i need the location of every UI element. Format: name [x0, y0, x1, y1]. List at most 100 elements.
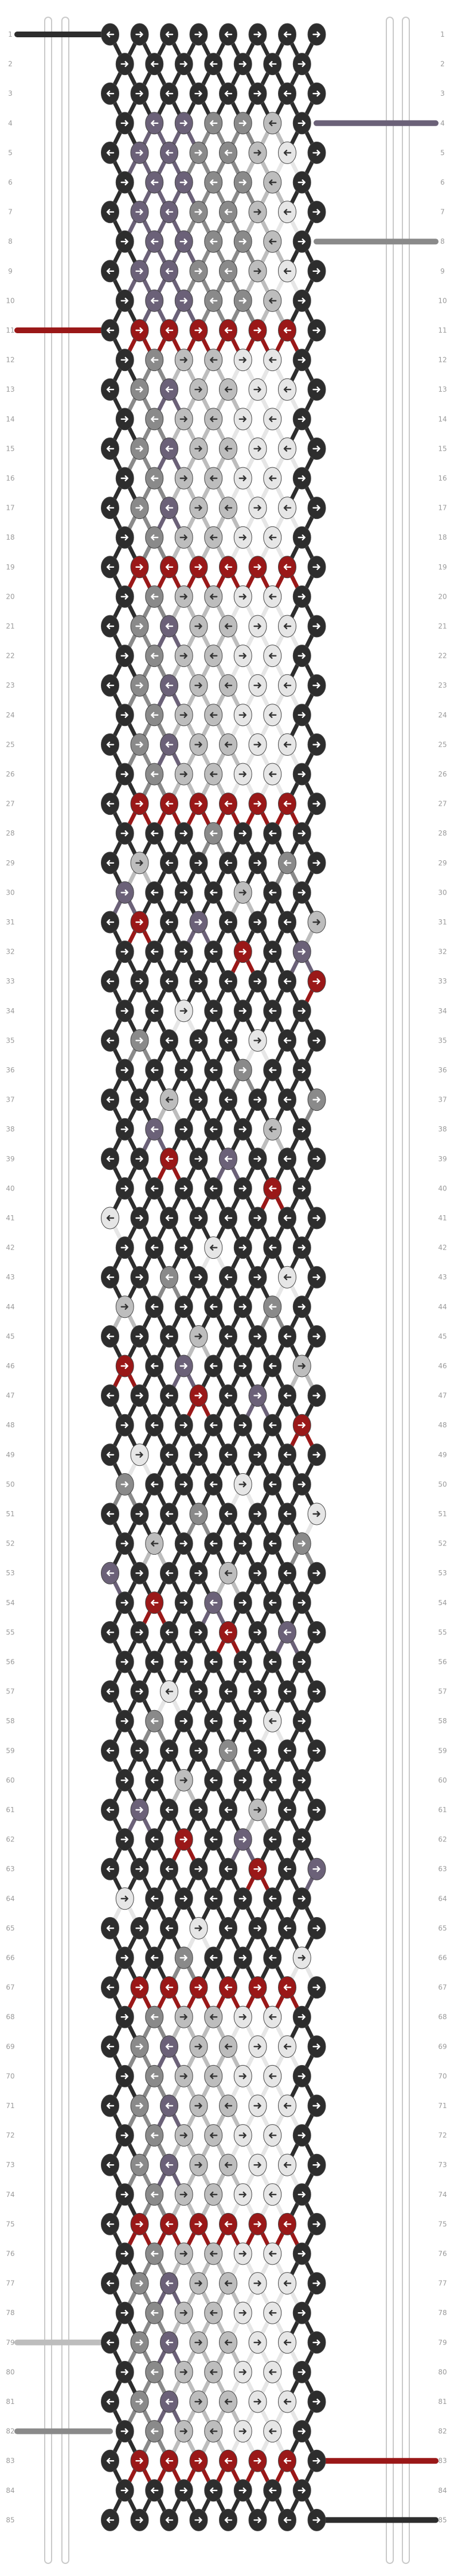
knot-arrow-icon: [135, 327, 143, 334]
knot-arrow-icon: [106, 1688, 115, 1695]
knot-arrow-icon: [179, 1836, 187, 1843]
knot-arrow-icon: [135, 150, 143, 156]
knot-arrow-icon: [120, 712, 128, 718]
knot-arrow-icon: [253, 2043, 261, 2050]
row-number-right: 35: [438, 1036, 447, 1044]
knot-arrow-icon: [165, 31, 174, 38]
knot-arrow-icon: [165, 2221, 174, 2227]
knot-arrow-icon: [269, 1422, 277, 1428]
knot-arrow-icon: [238, 2073, 246, 2079]
knot-arrow-icon: [269, 1067, 277, 1074]
row-number-right: 39: [438, 1155, 447, 1163]
row-number-left: 26: [6, 770, 14, 778]
knot-arrow-icon: [210, 1481, 218, 1488]
row-number-left: 81: [6, 2398, 14, 2406]
knot-arrow-icon: [106, 1156, 115, 1162]
row-number-left: 23: [6, 681, 14, 689]
knot-arrow-icon: [238, 179, 246, 186]
row-number-right: 81: [438, 2398, 447, 2406]
knot-arrow-icon: [135, 1156, 143, 1162]
row-number-left: 25: [6, 740, 14, 748]
knot-arrow-icon: [210, 2487, 218, 2493]
row-number-right: 44: [438, 1303, 447, 1311]
knot-arrow-icon: [106, 1392, 115, 1399]
knot-arrow-icon: [120, 949, 128, 955]
knot-arrow-icon: [224, 2517, 233, 2523]
row-number-left: 77: [6, 2280, 14, 2288]
knot-arrow-icon: [194, 1688, 202, 1695]
knot-arrow-icon: [253, 2162, 261, 2168]
knot-arrow-icon: [312, 31, 320, 38]
knot-arrow-icon: [210, 416, 218, 422]
knot-arrow-icon: [194, 2517, 202, 2523]
knot-arrow-icon: [253, 741, 261, 748]
knot-arrow-icon: [298, 1895, 306, 1902]
row-number-right: 21: [438, 622, 447, 630]
knot-arrow-icon: [135, 1806, 143, 1813]
knot-arrow-icon: [269, 475, 277, 482]
row-number-left: 32: [6, 948, 14, 956]
knot-arrow-icon: [179, 2428, 187, 2434]
knot-arrow-icon: [120, 2428, 128, 2434]
knot-arrow-icon: [283, 505, 292, 511]
knot-arrow-icon: [135, 2280, 143, 2286]
knot-arrow-icon: [298, 475, 306, 482]
row-number-right: 85: [438, 2516, 447, 2524]
knot-arrow-icon: [194, 1451, 202, 1458]
knot-arrow-icon: [194, 2280, 202, 2286]
knot-arrow-icon: [298, 1067, 306, 1074]
row-number-left: 40: [6, 1184, 14, 1192]
knot-arrow-icon: [253, 564, 261, 570]
knot-arrow-icon: [238, 1422, 246, 1428]
knot-arrow-icon: [151, 2191, 159, 2198]
knot-arrow-icon: [151, 2310, 159, 2316]
knot-arrow-icon: [269, 2132, 277, 2138]
knot-arrow-icon: [120, 1185, 128, 1192]
knot-arrow-icon: [298, 1777, 306, 1783]
knot-arrow-icon: [210, 1244, 218, 1251]
knot-arrow-icon: [283, 1747, 292, 1754]
row-number-left: 19: [6, 563, 14, 571]
knot-arrow-icon: [135, 1333, 143, 1340]
knot-arrow-icon: [238, 1895, 246, 1902]
knot-arrow-icon: [179, 120, 187, 126]
knot-arrow-icon: [179, 1126, 187, 1133]
row-number-left: 20: [6, 592, 14, 600]
knot-arrow-icon: [151, 830, 159, 837]
knot-arrow-icon: [210, 1777, 218, 1783]
knot-arrow-icon: [298, 2014, 306, 2020]
knot-arrow-icon: [179, 1599, 187, 1606]
knot-arrow-icon: [238, 1008, 246, 1014]
knot-arrow-icon: [210, 653, 218, 659]
row-number-left: 53: [6, 1569, 14, 1577]
knot-arrow-icon: [210, 475, 218, 482]
knot-arrow-icon: [194, 623, 202, 630]
row-number-right: 30: [438, 888, 447, 896]
knot-arrow-icon: [106, 978, 115, 985]
knot-arrow-icon: [210, 120, 218, 126]
row-number-right: 73: [438, 2161, 447, 2169]
knot-arrow-icon: [179, 1067, 187, 1074]
row-number-left: 21: [6, 622, 14, 630]
knot-arrow-icon: [269, 2487, 277, 2493]
knot-arrow-icon: [135, 1392, 143, 1399]
knot-arrow-icon: [283, 978, 292, 985]
knot-arrow-icon: [120, 1008, 128, 1014]
knot-arrow-icon: [106, 327, 115, 334]
knot-arrow-icon: [165, 209, 174, 215]
knot-arrow-icon: [312, 1570, 320, 1576]
knot-arrow-icon: [224, 446, 233, 452]
knot-arrow-icon: [238, 2369, 246, 2375]
knot-arrow-icon: [283, 682, 292, 689]
row-number-right: 67: [438, 1984, 447, 1992]
knot-arrow-icon: [179, 771, 187, 778]
knot-arrow-icon: [238, 1540, 246, 1547]
knot-arrow-icon: [135, 31, 143, 38]
knot-arrow-icon: [269, 534, 277, 541]
knot-arrow-icon: [210, 2191, 218, 2198]
knot-arrow-icon: [120, 179, 128, 186]
knot-arrow-icon: [210, 2073, 218, 2079]
knot-arrow-icon: [269, 239, 277, 245]
knot-arrow-icon: [151, 2073, 159, 2079]
knot-arrow-icon: [283, 2043, 292, 2050]
